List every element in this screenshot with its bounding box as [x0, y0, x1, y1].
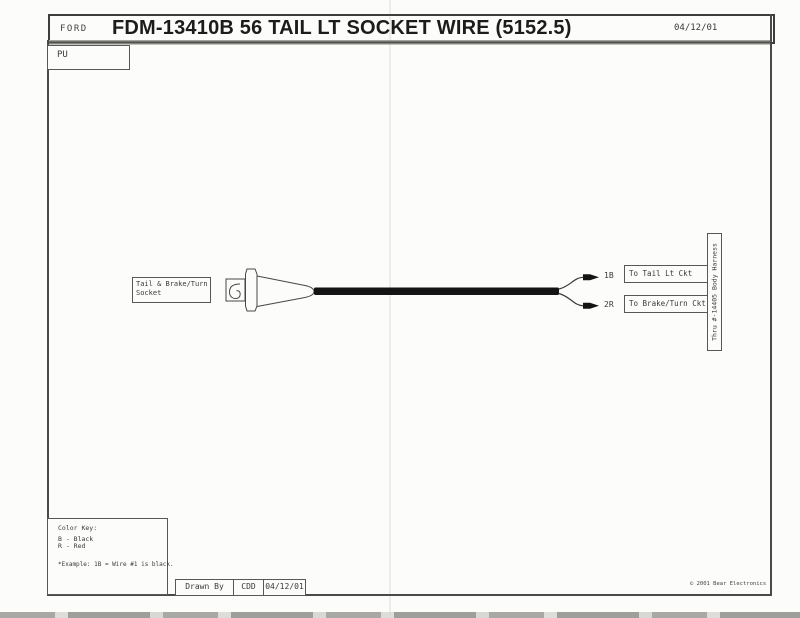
cable [314, 287, 559, 295]
color-key-box: Color Key: B - Black R - Red *Example: 1… [47, 518, 174, 595]
copyright-notice: © 2001 Bear Electronics [690, 581, 767, 587]
harness-drawing [225, 268, 599, 312]
paper-fold-line [389, 0, 391, 618]
bullet-terminal-icon-2 [583, 302, 599, 309]
brand-label: FORD [60, 24, 88, 34]
title-date: 04/12/01 [674, 23, 718, 33]
drawing-title: FDM-13410B 56 TAIL LT SOCKET WIRE (5152.… [112, 17, 572, 39]
drawn-by-date: 04/12/01 [263, 580, 305, 595]
socket-callout-line2: Socket [136, 289, 162, 297]
drawn-by-label: Drawn By [185, 582, 224, 591]
color-key-entry-black: B - Black [58, 535, 94, 543]
socket-flange [245, 268, 258, 312]
title-divider-ridge [47, 40, 771, 45]
color-key-entry-red: R - Red [58, 542, 86, 550]
frame-left-border [47, 40, 49, 596]
scan-edge-artifact [0, 612, 800, 618]
socket-boot [256, 275, 315, 308]
color-key-title: Color Key: [58, 524, 98, 532]
socket-housing [225, 278, 246, 302]
frame-bottom-border [47, 594, 772, 596]
socket-callout-line1: Tail & Brake/Turn [136, 280, 208, 288]
sheet-code-box: PU [47, 45, 130, 70]
drawn-by-initials: CDD [233, 580, 263, 595]
circuit-callout-2: To Brake/Turn Ckt [624, 295, 709, 313]
breakout-wire-1 [558, 276, 584, 290]
color-key-example: *Example: 1B = Wire #1 is black. [58, 561, 174, 568]
frame-right-border [770, 14, 772, 596]
sheet-code: PU [57, 50, 68, 60]
wire-code-2: 2R [604, 300, 614, 309]
bullet-terminal-icon-1 [583, 274, 599, 281]
body-harness-label: Thru #-14405 Body Harness [710, 243, 719, 341]
socket-keyway-icon [228, 283, 241, 300]
breakout-wire-2 [558, 292, 584, 307]
title-block: FORD FDM-13410B 56 TAIL LT SOCKET WIRE (… [48, 14, 775, 44]
socket-callout-box: Tail & Brake/Turn Socket [132, 277, 211, 303]
wire-code-1: 1B [604, 271, 614, 280]
circuit-callout-1: To Tail Lt Ckt [624, 265, 709, 283]
drawn-by-block: Drawn By CDD 04/12/01 [175, 579, 306, 596]
body-harness-box: Thru #-14405 Body Harness [707, 233, 722, 351]
